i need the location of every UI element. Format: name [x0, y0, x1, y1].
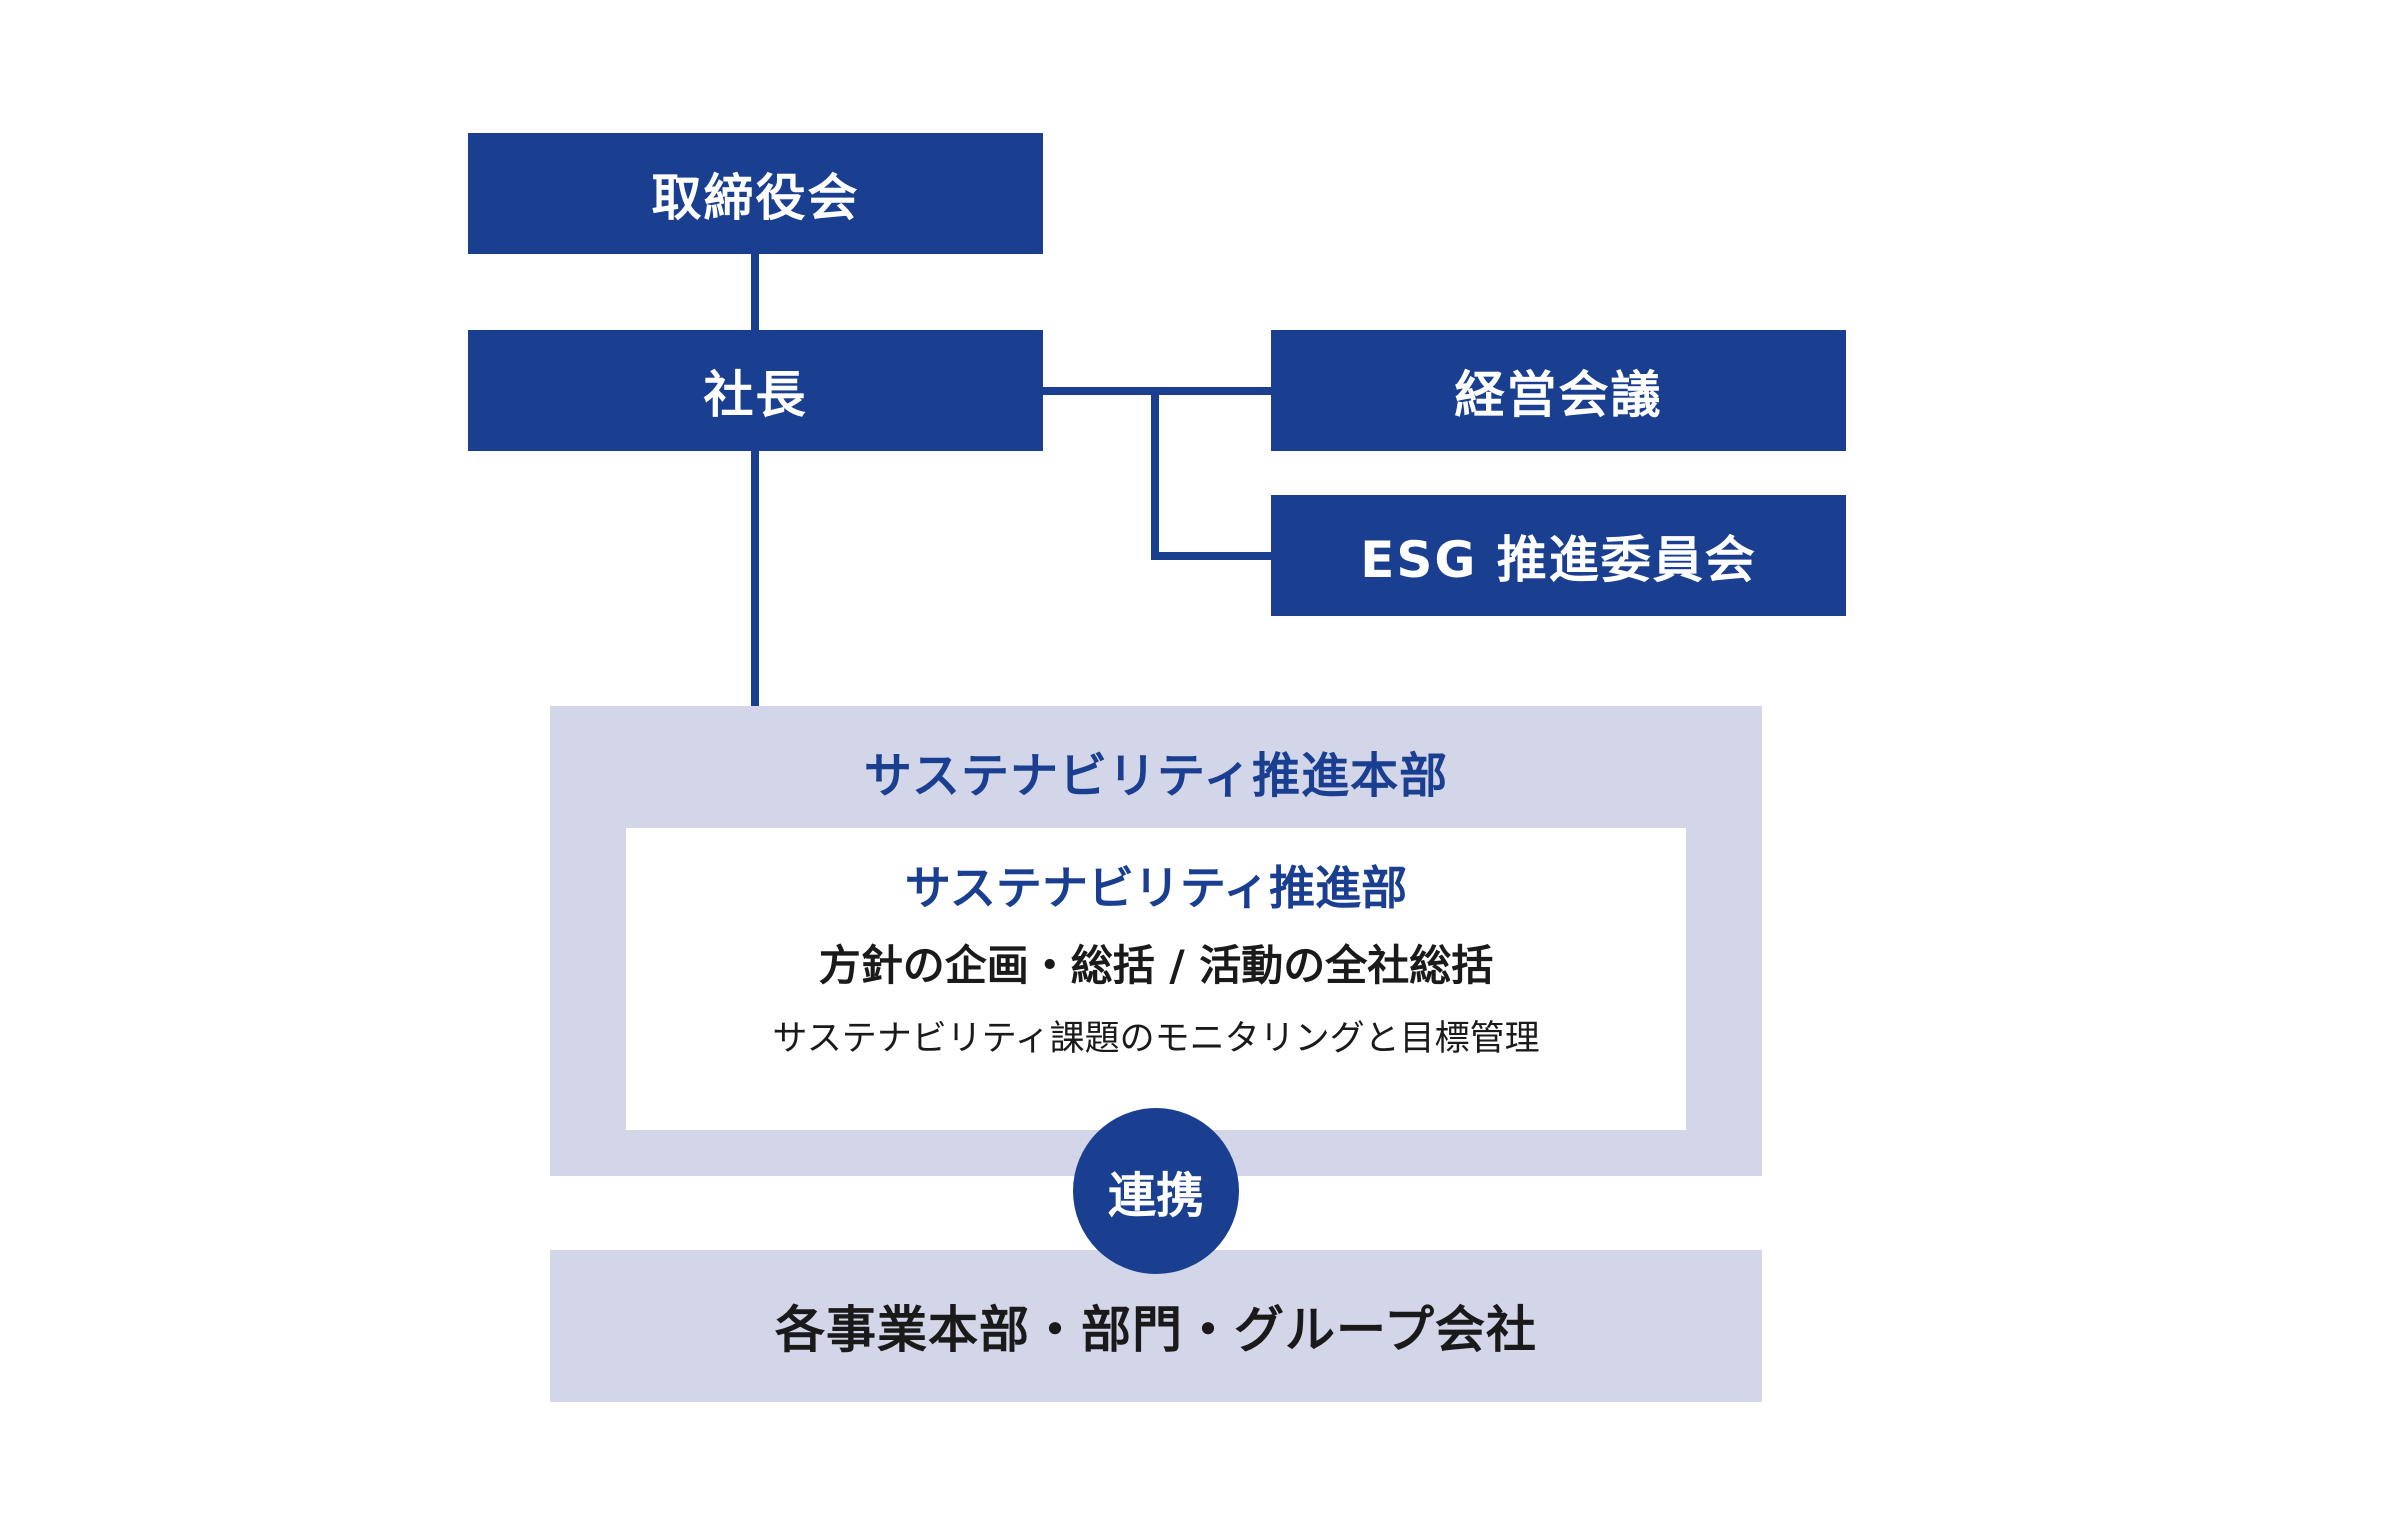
link-badge-label: 連携	[1107, 1168, 1204, 1224]
group-units-bar: 各事業本部・部門・グループ会社	[550, 1250, 1762, 1402]
sustainability-hq-title: サステナビリティ推進本部	[863, 748, 1449, 804]
president-box: 社長	[468, 330, 1043, 451]
sustainability-department-box: サステナビリティ推進部 方針の企画・総括 / 活動の全社総括 サステナビリティ課…	[626, 828, 1686, 1130]
esg-committee-box: ESG 推進委員会	[1271, 495, 1846, 616]
connector-branch-esg	[1151, 391, 1271, 560]
group-units-label: 各事業本部・部門・グループ会社	[775, 1301, 1537, 1359]
department-duty-text: 方針の企画・総括 / 活動の全社総括	[818, 941, 1494, 990]
sustainability-department-title: サステナビリティ推進部	[904, 861, 1408, 915]
board-box: 取締役会	[468, 133, 1043, 254]
management-meeting-label: 経営会議	[1454, 365, 1663, 424]
esg-committee-label: ESG 推進委員会	[1360, 530, 1757, 589]
management-meeting-box: 経営会議	[1271, 330, 1846, 451]
department-detail-text: サステナビリティ課題のモニタリングと目標管理	[772, 1019, 1540, 1059]
board-label: 取締役会	[651, 168, 860, 227]
link-badge: 連携	[1073, 1108, 1239, 1274]
sustainability-hq-panel: サステナビリティ推進本部 サステナビリティ推進部 方針の企画・総括 / 活動の全…	[550, 706, 1762, 1176]
president-label: 社長	[703, 365, 808, 424]
